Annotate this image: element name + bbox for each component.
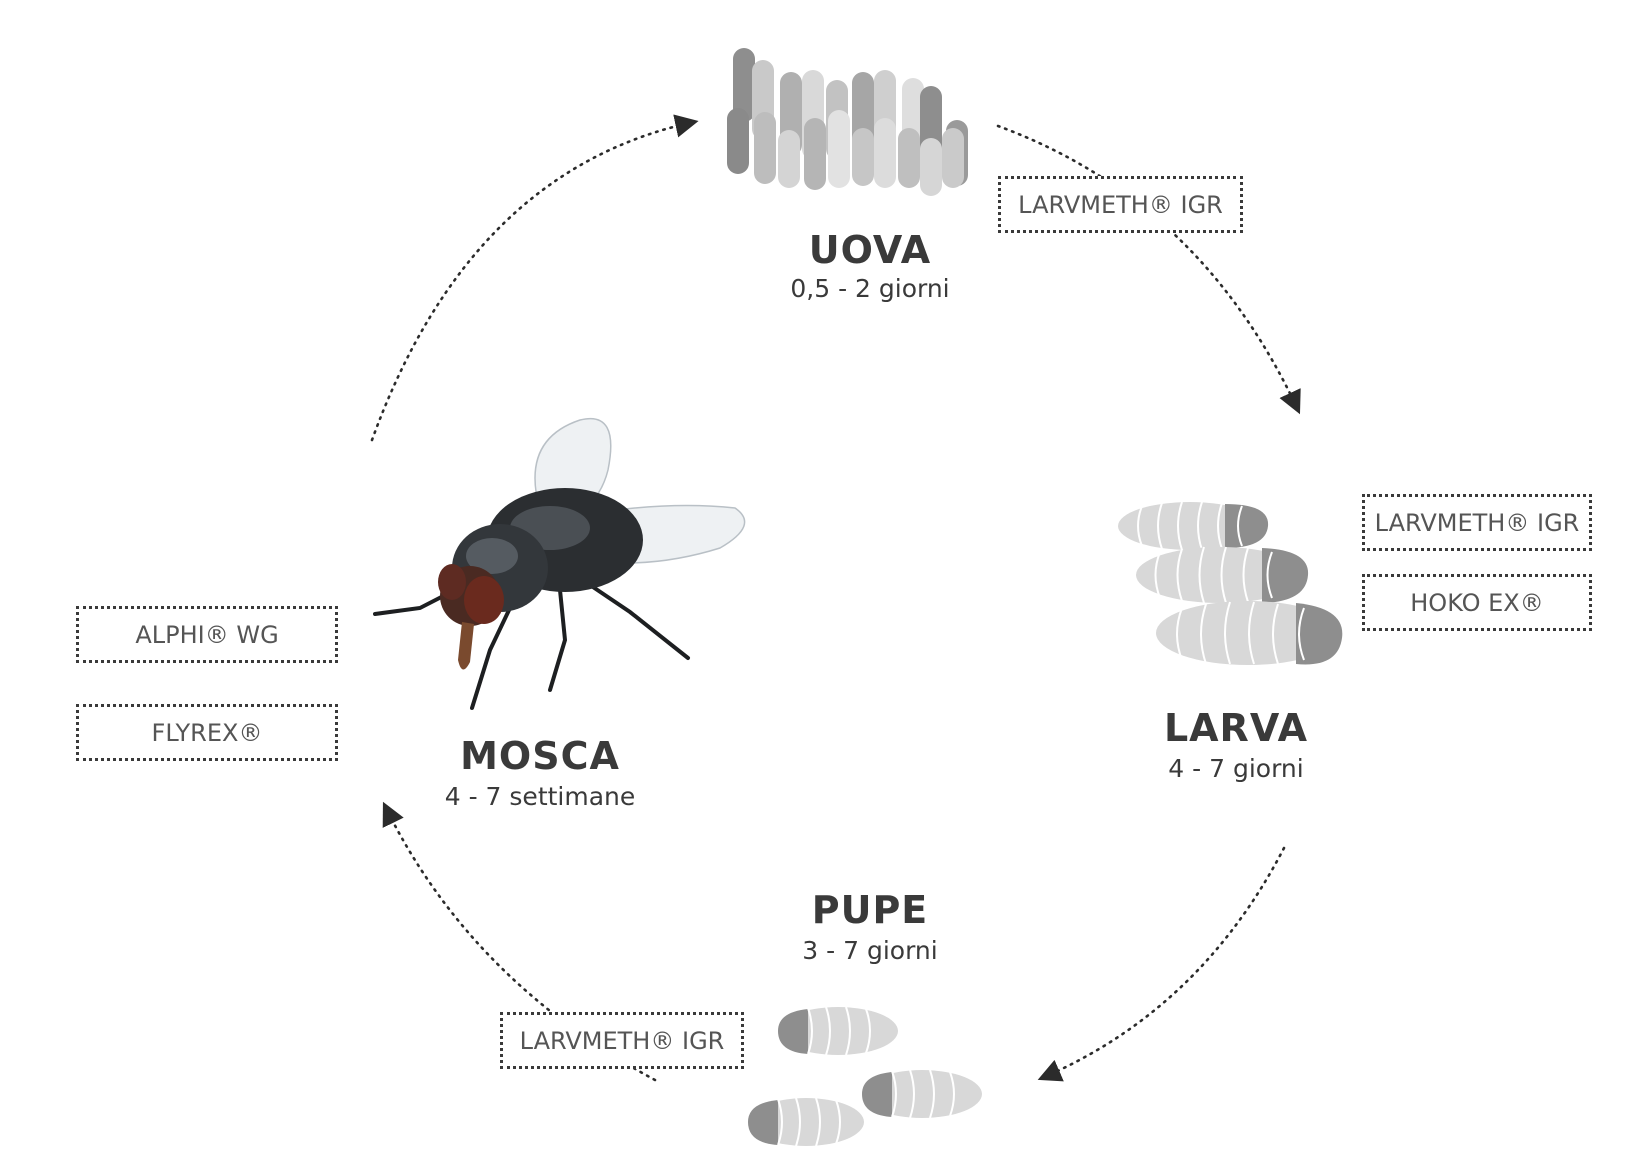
cycle-arrow-icon [1037, 846, 1286, 1082]
pupae-icon [748, 1006, 982, 1147]
product-box-pupa: LARVMETH® IGR [500, 1012, 744, 1069]
stage-duration-pupa: 3 - 7 giorni [802, 936, 938, 965]
stage-title-fly: MOSCA [460, 734, 620, 778]
product-box-larva-2: HOKO EX® [1362, 574, 1592, 631]
stage-title-eggs: UOVA [808, 228, 932, 272]
product-box-fly-1: ALPHI® WG [76, 606, 338, 663]
stage-title-pupa: PUPE [811, 888, 929, 932]
product-box-larva-1: LARVMETH® IGR [1362, 494, 1592, 551]
stage-title-larva: LARVA [1163, 706, 1309, 750]
larvae-icon [1118, 501, 1343, 665]
product-box-eggs: LARVMETH® IGR [998, 176, 1243, 233]
stage-duration-larva: 4 - 7 giorni [1168, 754, 1304, 783]
housefly-icon [373, 417, 746, 710]
cycle-arrow-icon [370, 114, 699, 442]
eggs-cluster-icon [727, 48, 968, 196]
cycle-arrow-icon [996, 124, 1301, 415]
stage-duration-eggs: 0,5 - 2 giorni [790, 274, 950, 303]
product-box-fly-2: FLYREX® [76, 704, 338, 761]
stage-duration-fly: 4 - 7 settimane [444, 782, 636, 811]
